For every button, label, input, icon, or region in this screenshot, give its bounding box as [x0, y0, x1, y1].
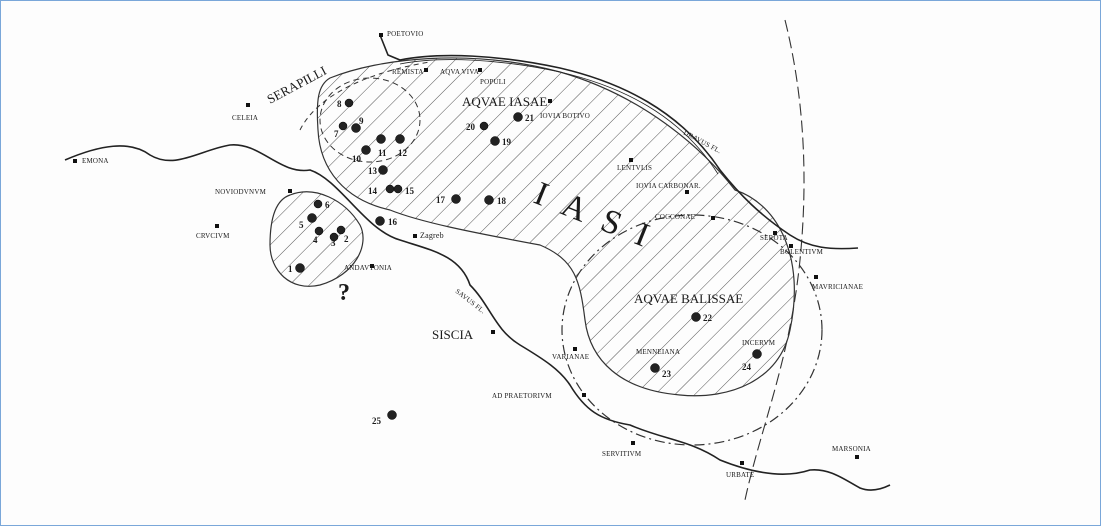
site-number-22: 22	[703, 313, 713, 323]
label-incerum: INCERVM	[742, 339, 776, 347]
label-remista: REMISTA	[392, 68, 424, 76]
site-number-16: 16	[388, 217, 398, 227]
label-aquae-iasae: AQVAE IASAE	[462, 94, 547, 109]
site-number-2: 2	[344, 234, 349, 244]
label-lentulis: LENTVLIS	[617, 164, 652, 172]
northern-route	[299, 61, 431, 131]
site-number-15: 15	[405, 186, 415, 196]
label-savus: SAVUS FL.	[454, 287, 487, 315]
site-number-10: 10	[352, 154, 362, 164]
question-mark: ?	[338, 280, 350, 306]
dravus-river-bank	[399, 59, 719, 175]
region-west-area	[269, 191, 364, 287]
label-urbate: URBATE	[726, 471, 754, 479]
label-menneiana: MENNEIANA	[636, 348, 680, 356]
site-number-18: 18	[497, 196, 507, 206]
label-iovia-botivo: IOVIA BOTIVO	[540, 112, 590, 120]
site-number-3: 3	[331, 238, 336, 248]
site-number-20: 20	[466, 122, 476, 132]
label-cocconae: COCCONAE	[655, 213, 695, 221]
site-number-7: 7	[334, 129, 339, 139]
site-number-9: 9	[359, 116, 364, 126]
label-servitium: SERVITIVM	[602, 450, 642, 458]
site-number-11: 11	[378, 148, 387, 158]
label-marsonia: MARSONIA	[832, 445, 871, 453]
label-populi: POPULI	[480, 78, 506, 86]
site-number-25: 25	[372, 416, 382, 426]
label-poetovio: POETOVIO	[387, 30, 423, 38]
savus-river	[64, 144, 891, 491]
site-number-24: 24	[742, 362, 752, 372]
dravus-river	[379, 34, 859, 250]
label-varianae: VARIANAE	[552, 353, 589, 361]
site-number-1: 1	[288, 264, 293, 274]
site-number-14: 14	[368, 186, 378, 196]
label-crucium: CRVCIVM	[196, 232, 230, 240]
label-zagreb: Zagreb	[420, 231, 444, 240]
site-number-23: 23	[662, 369, 672, 379]
label-emona: EMONA	[82, 157, 109, 165]
site-number-12: 12	[398, 148, 408, 158]
site-number-13: 13	[368, 166, 378, 176]
serapilli-circle	[319, 77, 421, 163]
label-andautonia: ANDAVTONIA	[344, 264, 392, 272]
label-bolentium: BOLENTIVM	[780, 248, 824, 256]
eastern-boundary	[744, 19, 805, 501]
site-number-19: 19	[502, 137, 512, 147]
site-number-17: 17	[436, 195, 446, 205]
label-aqua-viva: AQVA VIVA	[440, 68, 479, 76]
label-aquae-balissae: AQVAE BALISSAE	[634, 291, 743, 306]
site-number-21: 21	[525, 113, 535, 123]
label-serota: SEROTA	[760, 234, 788, 242]
label-siscia: SISCIA	[432, 327, 474, 342]
label-novioduum: NOVIODVNVM	[215, 188, 267, 196]
region-iasi-area	[316, 57, 795, 397]
balissae-boundary	[561, 214, 823, 446]
label-mavricianae: MAVRICIANAE	[812, 283, 863, 291]
site-number-6: 6	[325, 200, 330, 210]
label-ad-praetorium: AD PRAETORIVM	[492, 392, 552, 400]
label-celeia: CELEIA	[232, 114, 258, 122]
site-number-5: 5	[299, 220, 304, 230]
site-number-8: 8	[337, 99, 342, 109]
site-number-4: 4	[313, 235, 318, 245]
label-iovia-carbonaria: IOVIA CARBONAR.	[636, 182, 701, 190]
